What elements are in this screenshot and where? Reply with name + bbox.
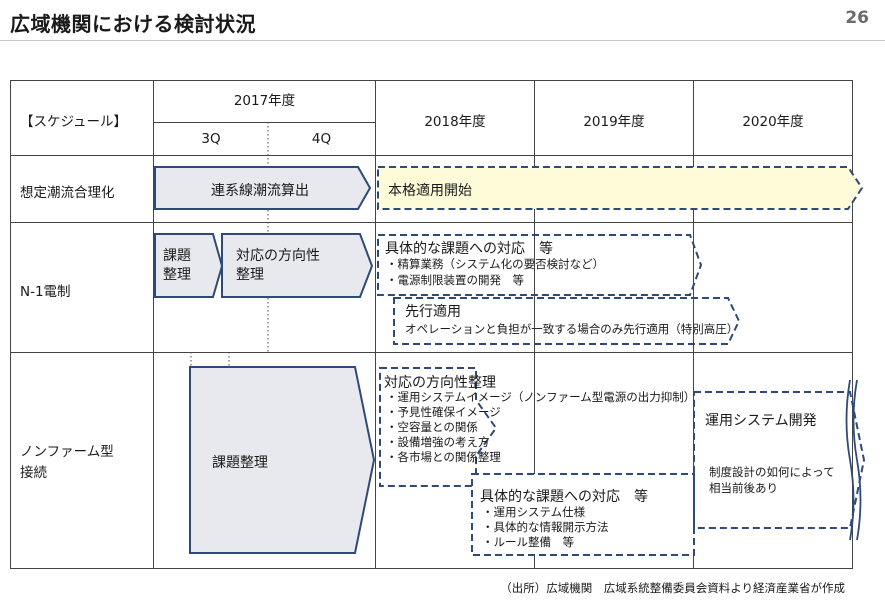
row3-dashed-arrow-direction xyxy=(379,367,498,487)
row2-kadai-line2: 整理 xyxy=(163,267,191,283)
row3-kadai-label: 課題整理 xyxy=(212,455,268,471)
row3-system-note: 相当前後あり xyxy=(709,481,778,495)
row-label-nonfirm-2: 接続 xyxy=(20,465,47,481)
row3-system-note: 制度設計の如何によって xyxy=(709,465,835,479)
page-title: 広域機関における検討状況 xyxy=(10,12,256,36)
row3-direction-title: 対応の方向性整理 xyxy=(384,375,496,391)
header-2018: 2018年度 xyxy=(424,114,486,130)
row2-early-title: 先行適用 xyxy=(405,304,461,320)
row-label-nonfirm-1: ノンファーム型 xyxy=(20,444,114,460)
title-divider xyxy=(0,40,885,41)
row3-issues-item: ・ルール整備 等 xyxy=(482,535,574,549)
row3-direction-item: ・各市場との関係整理 xyxy=(386,450,501,464)
header-2017: 2017年度 xyxy=(233,93,296,109)
row3-arrow-kadai xyxy=(189,366,376,554)
header-2020: 2020年度 xyxy=(742,114,804,130)
row2-taiou-line1: 対応の方向性 xyxy=(236,248,320,264)
header-3q: 3Q xyxy=(201,131,221,147)
row2-dashed-arrow-early xyxy=(393,297,741,345)
row3-direction-item: ・空容量との関係 xyxy=(386,420,478,434)
header-2019: 2019年度 xyxy=(583,114,645,130)
header-4q: 4Q xyxy=(311,131,332,147)
row2-dashed-arrow-issues xyxy=(377,234,703,296)
row1-full-apply-label: 本格適用開始 xyxy=(388,183,472,199)
row3-system-title: 運用システム開発 xyxy=(705,413,817,429)
corner-label: 【スケジュール】 xyxy=(20,114,128,130)
row-label-assumed-flow: 想定潮流合理化 xyxy=(20,185,115,201)
row3-issues-item: ・運用システム仕様 xyxy=(482,505,586,519)
row1-arrow-calc xyxy=(154,166,372,210)
row2-arrow-taiou xyxy=(221,233,374,298)
break-mark-2 xyxy=(852,379,862,541)
row3-direction-item: ・予見性確保イメージ xyxy=(386,405,501,419)
row3-dashed-arrow-system xyxy=(693,391,866,529)
row3-dashed-box-issues xyxy=(471,473,695,556)
row2-arrow-kadai xyxy=(154,233,224,298)
break-mark-1 xyxy=(845,379,855,541)
row2-taiou-line2: 整理 xyxy=(236,267,264,283)
row2-issues-item: ・精算業務（システム化の要否検討など） xyxy=(386,257,605,271)
row2-early-text: オペレーションと負担が一致する場合のみ先行適用（特別高圧） xyxy=(405,322,739,336)
source-note: （出所）広域機関 広域系統整備委員会資料より経済産業省が作成 xyxy=(500,581,845,595)
row3-direction-item: ・設備増強の考え方 xyxy=(386,435,490,449)
row3-direction-item: ・運用システムイメージ（ノンファーム型電源の出力抑制） xyxy=(386,390,696,404)
row2-kadai-line1: 課題 xyxy=(163,248,191,264)
row2-issues-title: 具体的な課題への対応 等 xyxy=(385,241,553,257)
row-label-n1: N-1電制 xyxy=(20,284,71,300)
row3-issues-item: ・具体的な情報開示方法 xyxy=(482,520,609,534)
row1-calc-label: 連系線潮流算出 xyxy=(211,183,309,199)
row1-arrow-full-apply xyxy=(377,166,864,210)
row3-issues-title: 具体的な課題への対応 等 xyxy=(480,489,648,505)
row2-issues-item: ・電源制限装置の開発 等 xyxy=(386,273,524,287)
page-number: 26 xyxy=(845,8,869,28)
